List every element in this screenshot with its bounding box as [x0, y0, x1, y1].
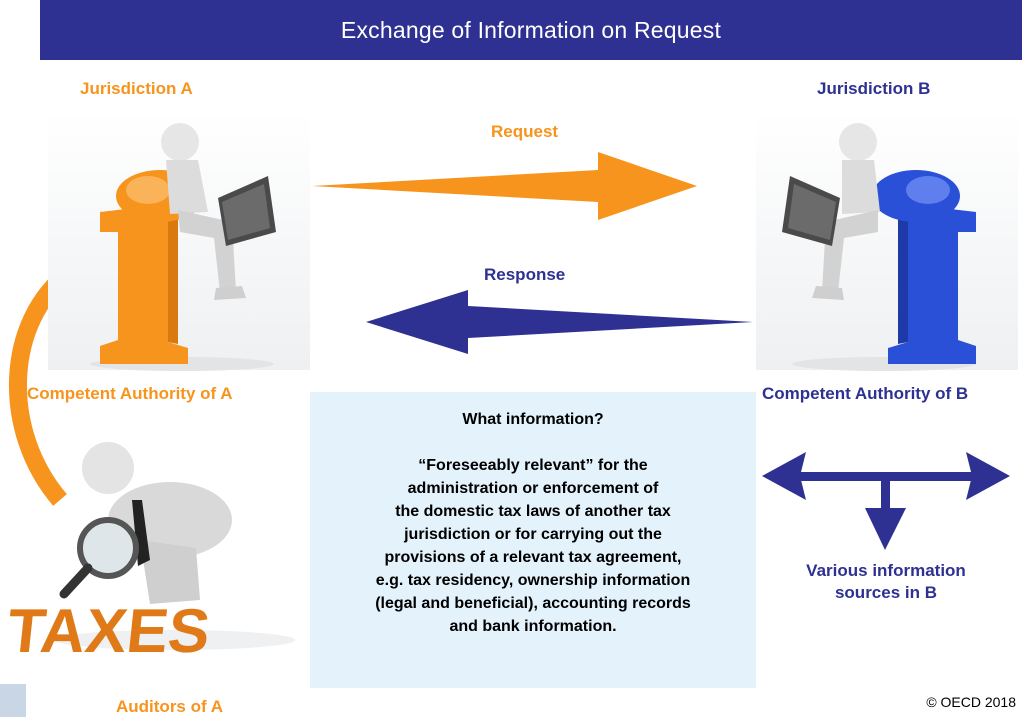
info-box-line: administration or enforcement of [407, 480, 659, 497]
page-title: Exchange of Information on Request [340, 16, 722, 43]
info-box-line: provisions of a relevant tax agreement, [384, 549, 682, 566]
information-sources-line: Various information [806, 561, 966, 580]
copyright-notice: © OECD 2018 [926, 694, 1016, 710]
info-box-line: (legal and beneficial), accounting recor… [375, 595, 691, 612]
person-laptop-icon [756, 110, 1018, 371]
information-sources-connector [762, 452, 1010, 550]
info-box-heading: What information? [462, 411, 604, 428]
info-box-line: “Foreseeably relevant” for the [418, 457, 648, 474]
jurisdiction-a-label: Jurisdiction A [80, 79, 193, 98]
auditors-a-label: Auditors of A [116, 697, 224, 716]
info-box-line: and bank information. [449, 618, 617, 635]
info-box-line: jurisdiction or for carrying out the [404, 526, 662, 543]
taxes-sign: TAXES [4, 597, 213, 666]
person-laptop-icon [48, 110, 310, 371]
jurisdiction-b-label: Jurisdiction B [817, 79, 931, 98]
authority-b-label: Competent Authority of B [762, 384, 969, 403]
corner-block [0, 684, 26, 717]
info-box-line: the domestic tax laws of another tax [395, 503, 671, 520]
info-box-line: e.g. tax residency, ownership informatio… [375, 572, 691, 589]
info-box: What information? “Foreseeably relevant”… [310, 392, 756, 688]
information-sources-label: Various information sources in B [786, 560, 986, 604]
information-sources-line: sources in B [834, 583, 938, 602]
response-arrow [366, 290, 753, 354]
request-arrow [312, 152, 697, 220]
title-banner: Exchange of Information on Request [40, 0, 1022, 60]
authority-a-label: Competent Authority of A [27, 384, 233, 403]
response-label: Response [484, 265, 566, 284]
magnifier-person-icon: TAXES [4, 442, 295, 666]
request-label: Request [491, 122, 559, 141]
